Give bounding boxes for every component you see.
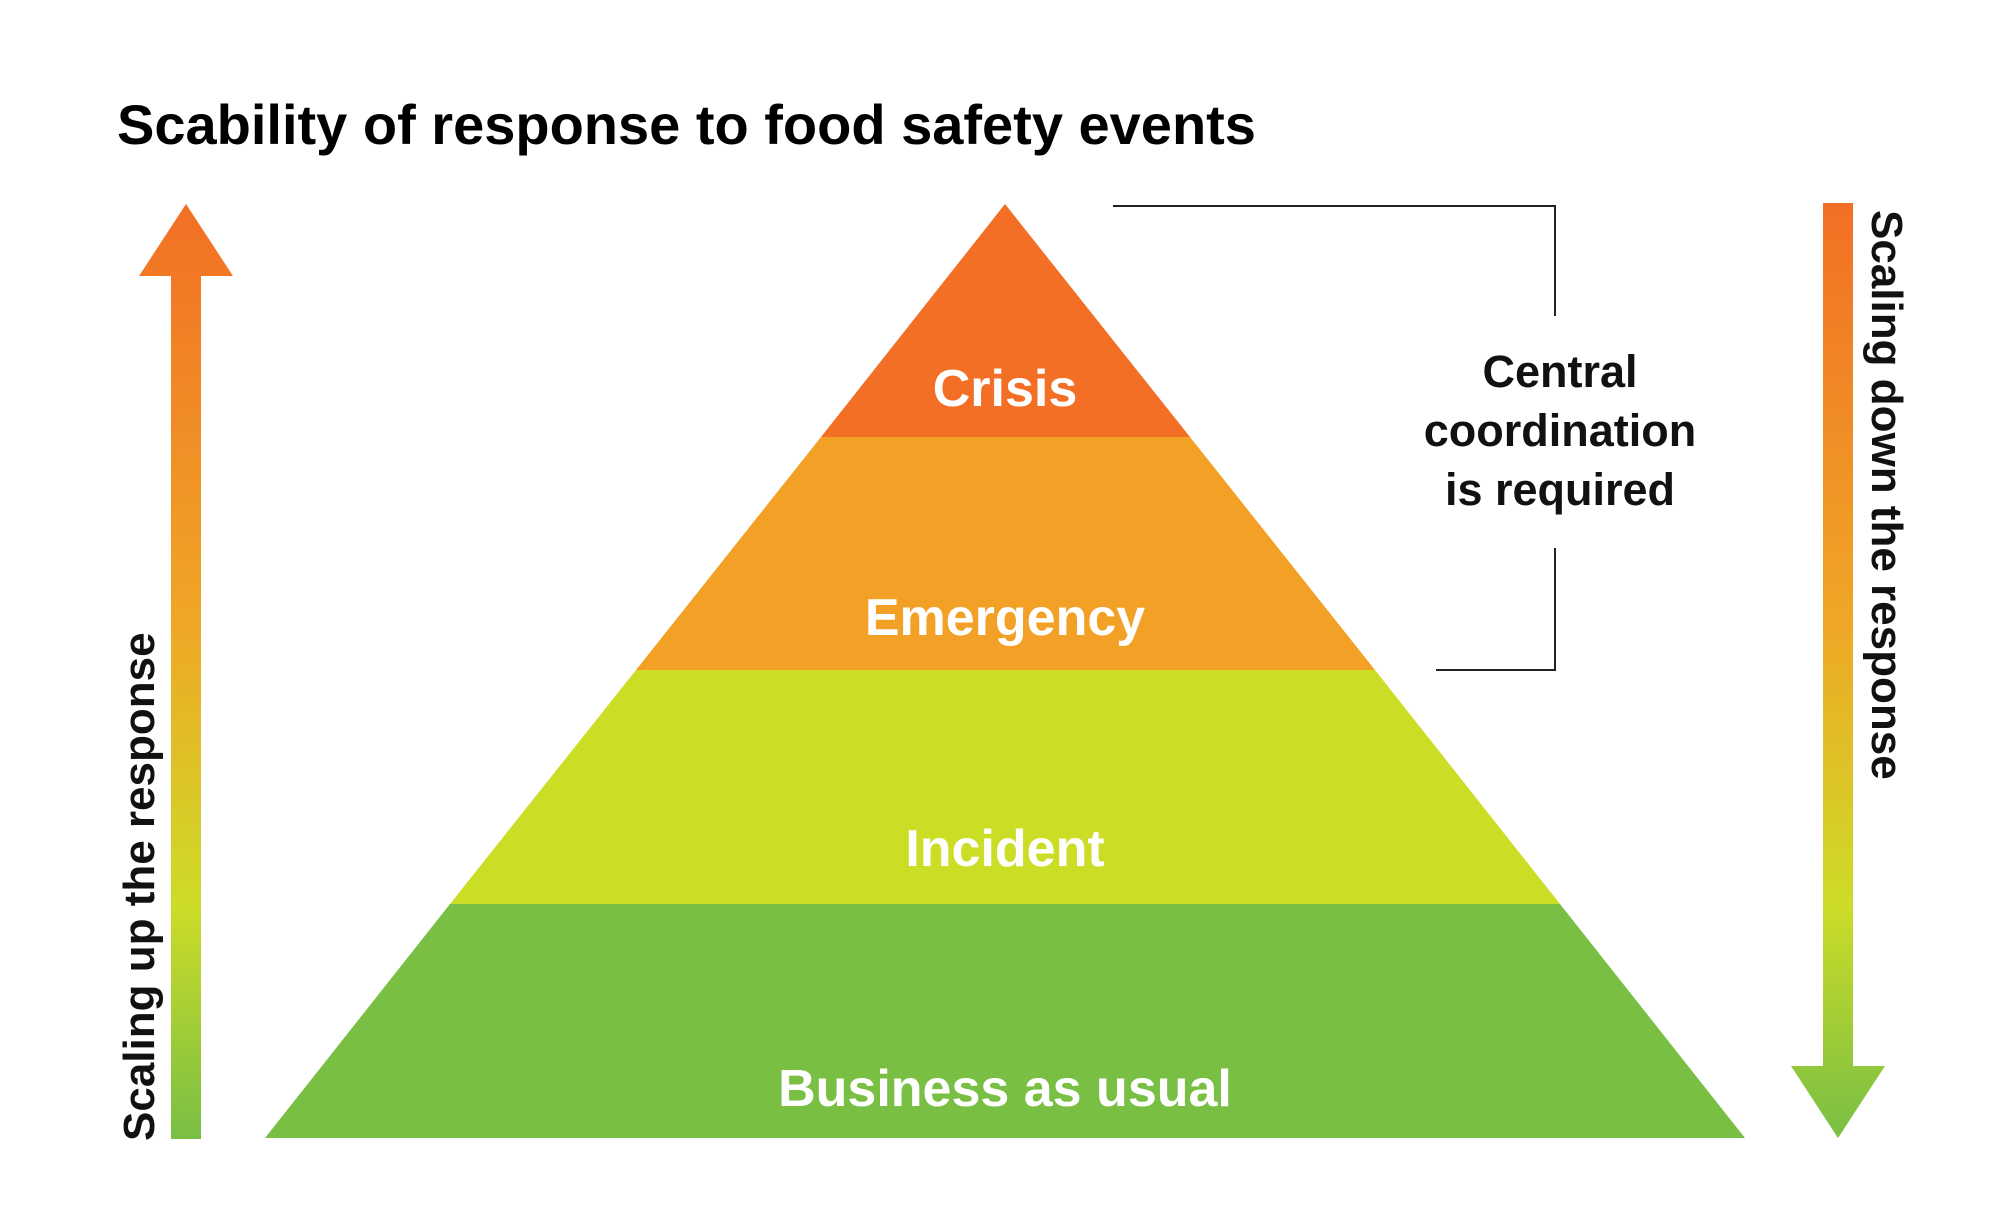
tier-emergency [636,437,1375,670]
note-line-2: coordination [1423,405,1697,456]
tier-business-as-usual [265,904,1745,1138]
scaling-down-label: Scaling down the response [1862,210,1911,780]
central-coordination-note: Central coordination is required [1405,342,1715,519]
tier-label-business-as-usual: Business as usual [778,1060,1232,1118]
note-line-1: Central [1482,346,1638,397]
coordination-bracket [1113,205,1556,671]
scaling-up-arrow [139,204,233,1139]
tier-label-emergency: Emergency [865,589,1145,647]
note-line-3: is required [1444,464,1676,515]
scaling-up-label: Scaling up the response [115,632,164,1141]
scaling-down-arrow [1791,203,1885,1138]
tier-label-incident: Incident [905,820,1104,878]
tier-crisis [821,204,1190,437]
tier-label-crisis: Crisis [933,360,1078,418]
diagram-title: Scability of response to food safety eve… [117,93,1256,156]
tier-incident [450,670,1560,904]
